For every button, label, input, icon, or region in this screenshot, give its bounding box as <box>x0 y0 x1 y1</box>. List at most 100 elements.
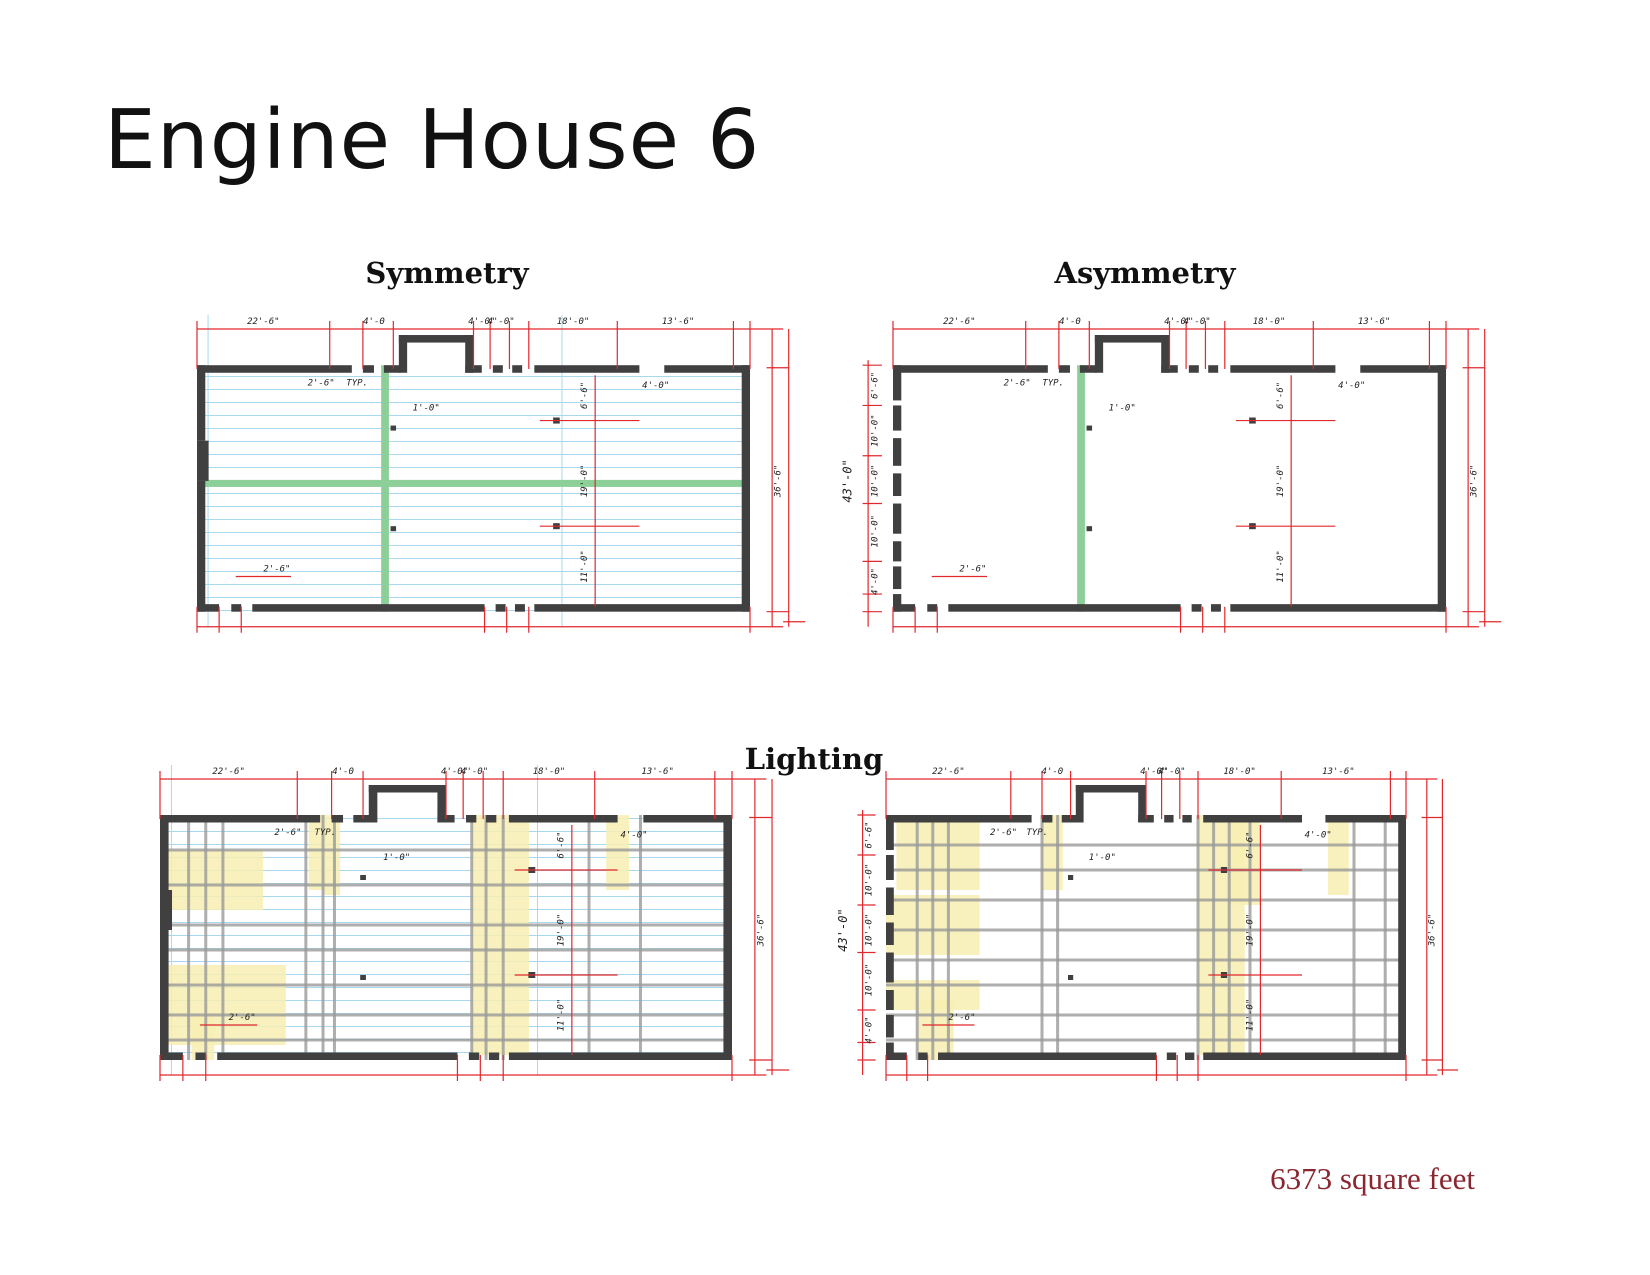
dimension-label: 2'-6" <box>990 828 1017 838</box>
bumpout-wall <box>398 335 408 373</box>
dimension-label: 4'-0" <box>1164 317 1191 327</box>
south-wall <box>534 604 750 612</box>
dimension-label: 2'-6" <box>1004 378 1031 388</box>
north-wall <box>1325 815 1406 823</box>
dimension-label: 10'-0" <box>864 914 874 947</box>
south-wall <box>160 1052 183 1060</box>
dimension-label: 19'-0" <box>1276 465 1286 498</box>
north-wall <box>1079 365 1097 373</box>
dimension-label: TYP. <box>346 378 368 388</box>
dimension-label: 22'-6" <box>932 767 965 777</box>
dimension-label: TYP. <box>314 828 336 838</box>
dimension-label: 6'-6" <box>871 372 881 399</box>
east-wall <box>1398 815 1406 1060</box>
dimension-label: 36'-6" <box>1428 914 1438 948</box>
bumpout-wall <box>1094 335 1104 373</box>
asymmetry-label: Asymmetry <box>1054 256 1236 290</box>
bumpout-wall <box>1161 335 1170 373</box>
north-wall <box>383 365 401 373</box>
dimension-label: 13'-6" <box>1322 767 1355 777</box>
light-zone <box>606 815 630 890</box>
dimension-label: 2'-6" <box>948 1013 975 1023</box>
north-wall <box>353 815 371 823</box>
north-wall <box>886 815 1032 823</box>
west-wall <box>893 503 902 534</box>
dimension-label: 19'-0" <box>580 465 590 498</box>
west-wall <box>886 922 894 945</box>
west-wall <box>197 480 206 612</box>
dimension-label: 10'-0" <box>871 465 881 498</box>
dimension-label: 13'-6" <box>662 317 695 327</box>
dimension-label: 4'-0" <box>871 568 881 595</box>
south-wall <box>197 604 220 612</box>
lighting-label: Lighting <box>744 742 884 776</box>
dimension-label: 18'-0" <box>1253 317 1286 327</box>
column <box>360 975 366 980</box>
dimension-label: 1'-0" <box>413 403 440 413</box>
symmetry-axis-v <box>1077 365 1085 612</box>
west-wall <box>893 438 902 466</box>
east-wall <box>741 365 750 612</box>
dimension-label: 4'-0 <box>1042 767 1064 777</box>
symmetry-axis-h <box>197 479 750 487</box>
dimension-label: 6'-6" <box>864 821 874 848</box>
dimension-label: 22'-6" <box>247 317 280 327</box>
north-wall <box>1164 815 1174 823</box>
dimension-label: 36'-6" <box>773 465 783 499</box>
north-wall <box>1058 365 1070 373</box>
north-wall <box>1360 365 1446 373</box>
north-wall <box>508 815 618 823</box>
symmetry-axis-v <box>381 365 389 612</box>
dimension-label: 4'-0" <box>620 831 647 841</box>
north-wall <box>893 365 1048 373</box>
column <box>390 425 397 431</box>
south-wall <box>468 1052 480 1060</box>
column <box>390 526 397 532</box>
dimension-label: 43'-0" <box>836 908 850 951</box>
symmetry-label: Symmetry <box>365 256 529 290</box>
dimension-label: 11'-0" <box>556 999 566 1032</box>
column <box>1086 425 1093 431</box>
dimension-label: 2'-6" <box>274 828 301 838</box>
dimension-label: 6'-6" <box>556 831 566 858</box>
east-wall <box>723 815 732 1060</box>
light-zone <box>160 850 263 910</box>
west-wall <box>893 405 902 431</box>
dimension-label: 19'-0" <box>1246 914 1256 947</box>
dimension-label: 2'-6" <box>308 378 335 388</box>
dimension-label: 36'-6" <box>756 914 766 948</box>
west-wall <box>160 815 169 890</box>
dimension-label: 2'-6" <box>263 564 290 574</box>
north-wall <box>331 815 344 823</box>
south-wall <box>1185 1052 1195 1060</box>
west-wall <box>893 594 902 612</box>
south-wall <box>495 604 506 612</box>
bumpout-wall <box>1075 785 1146 793</box>
north-wall <box>534 365 640 373</box>
south-wall <box>231 604 242 612</box>
dimension-label: 4'-0" <box>461 767 488 777</box>
west-wall <box>886 952 894 983</box>
dimension-label: 18'-0" <box>533 767 566 777</box>
dimension-label: 4'-0" <box>1305 831 1332 841</box>
dimension-label: 4'-0" <box>642 381 669 391</box>
dimension-label: 4'-0 <box>363 317 385 327</box>
light-zone <box>1328 815 1349 895</box>
south-wall <box>1230 604 1446 612</box>
north-wall <box>1208 365 1219 373</box>
bumpout-wall <box>398 335 474 343</box>
south-wall <box>195 1052 206 1060</box>
west-wall <box>886 990 894 1010</box>
dimension-label: 18'-0" <box>557 317 590 327</box>
dimension-label: 36'-6" <box>1469 465 1479 499</box>
area-note: 6373 square feet <box>1270 1161 1475 1196</box>
bumpout-wall <box>368 785 446 793</box>
north-wall <box>486 815 497 823</box>
light-zone <box>323 815 341 895</box>
dimension-label: 4'-0" <box>468 317 495 327</box>
south-wall <box>893 604 916 612</box>
south-wall <box>886 1052 907 1060</box>
